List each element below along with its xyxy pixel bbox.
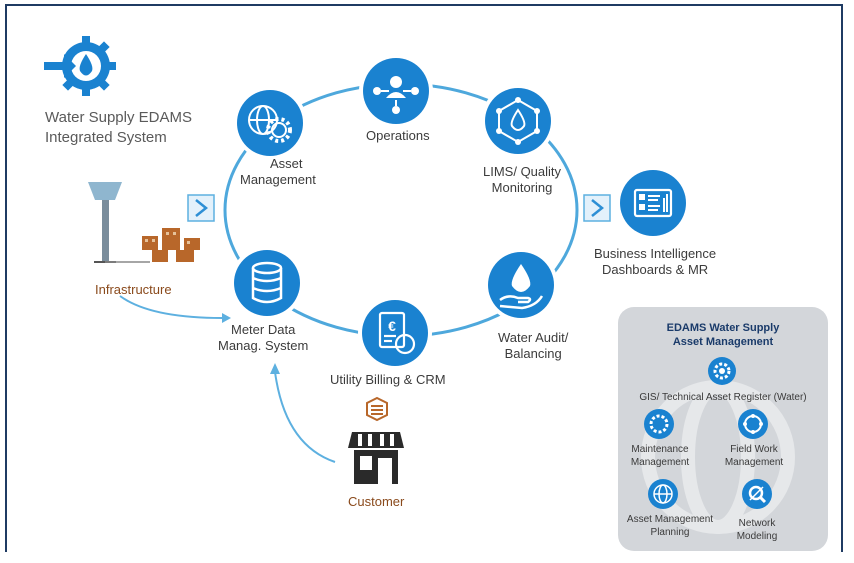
maintenance-icon [644,409,674,439]
brand-title: Water Supply EDAMS Integrated System [45,108,192,148]
euro-invoice-icon: € [378,311,416,355]
field-work-icon [738,409,768,439]
brand-icon [40,26,120,106]
water-audit-line2: Balancing [504,346,562,361]
asset-planning-line1: Asset Management [626,514,714,525]
field-work-label: Field Work Management [716,443,792,469]
infrastructure-to-meter-arrow [119,295,223,319]
diagram-frame [5,4,843,552]
panel-title-line1: EDAMS Water Supply [666,322,780,334]
globe-gear-icon [248,105,292,143]
customer-label: Customer [348,494,405,509]
bi-label: Business Intelligence Dashboards & MR [594,246,716,278]
lims-label: LIMS/ Quality Monitoring [483,164,561,196]
panel-title-line2: Asset Management [672,336,774,348]
gis-register-icon [708,357,736,385]
asset-management-label: Asset Management [240,156,340,188]
operator-network-icon [373,76,419,114]
billing-label: Utility Billing & CRM [330,372,446,387]
network-modeling-line1: Network [738,518,776,529]
meter-data-line2: Manag. System [218,338,309,353]
billing-node: € [362,300,428,366]
water-audit-label: Water Audit/ Balancing [498,330,568,362]
network-modeling-label: Network Modeling [722,517,792,543]
water-drop-network-icon [496,97,540,145]
storefront-icon [346,428,406,486]
customer-arrowhead [270,363,280,374]
hand-water-drop-icon [499,264,544,310]
input-chevron-mark [195,199,209,217]
brand-title-line2: Integrated System [45,129,167,146]
asset-planning-icon [648,479,678,509]
network-modeling-line2: Modeling [736,531,778,542]
output-chevron [583,194,611,222]
water-audit-node [488,252,554,318]
panel-title: EDAMS Water Supply Asset Management [618,321,828,349]
maintenance-line1: Maintenance [631,444,689,455]
field-work-line2: Management [724,457,784,468]
dashboard-icon [633,188,673,218]
lims-line2: Monitoring [491,180,553,195]
meter-data-line1: Meter Data [231,322,296,337]
brand-title-line1: Water Supply EDAMS [45,109,192,126]
bi-line2: Dashboards & MR [601,262,709,277]
water-audit-line1: Water Audit/ [498,330,569,345]
maintenance-label: Maintenance Management [622,443,698,469]
meter-data-label: Meter Data Manag. System [218,322,308,354]
asset-management-panel: EDAMS Water Supply Asset Management GIS/… [618,307,828,551]
svg-text:€: € [388,318,396,334]
lims-node [485,88,551,154]
customer-to-meter-arrow [274,371,336,463]
field-work-line1: Field Work [730,444,778,455]
asset-management-node [237,90,303,156]
asset-planning-label: Asset Management Planning [620,513,720,539]
operations-node [363,58,429,124]
customer-small-icon [364,396,390,422]
asset-planning-line2: Planning [650,527,690,538]
output-chevron-box [583,194,611,222]
asset-management-line1: Asset [270,156,303,171]
input-chevron-box [187,194,215,222]
gis-register-label: GIS/ Technical Asset Register (Water) [639,392,807,403]
asset-management-line2: Management [240,172,316,187]
maintenance-line2: Management [630,457,690,468]
meter-data-node [234,250,300,316]
infrastructure-label: Infrastructure [95,282,172,297]
lims-line1: LIMS/ Quality [483,164,562,179]
bi-line1: Business Intelligence [594,246,717,261]
infrastructure-arrowhead [222,313,231,323]
panel-globe-watermark [641,380,795,534]
operations-label: Operations [366,128,430,143]
input-chevron [187,194,215,222]
database-icon [251,261,283,304]
network-modeling-icon [742,479,772,509]
bi-dashboard-node [620,170,686,236]
output-chevron-mark [591,199,605,217]
water-tower-icon [80,178,210,273]
